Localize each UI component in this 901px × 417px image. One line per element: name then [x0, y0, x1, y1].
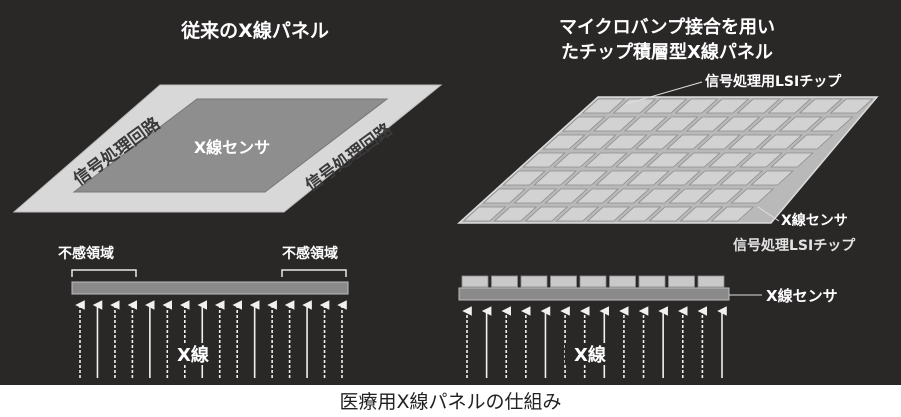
left-panel-title: 従来のX線パネル — [180, 19, 329, 42]
right-panel-title-line2: たチップ積層型X線パネル — [561, 41, 773, 63]
lsi-chip — [524, 206, 569, 222]
lsi-chips-side-view — [461, 275, 725, 288]
lsi-chip — [798, 98, 843, 114]
lsi-chip — [666, 134, 710, 150]
lsi-chip — [522, 152, 566, 168]
lsi-chip — [750, 170, 794, 186]
lsi-chip — [778, 116, 823, 132]
lsi-chip-side — [550, 275, 577, 288]
xray-panel-diagram: 従来のX線パネル X線センサ 信号処理回路 信号処理回路 不感領域 不感領域 X… — [0, 0, 901, 385]
lsi-chip — [719, 170, 763, 186]
lsi-chip — [739, 152, 783, 168]
lsi-chip — [648, 206, 693, 222]
xray-label-left: X線 — [177, 344, 209, 366]
lsi-chip — [685, 116, 730, 132]
lsi-chip — [586, 206, 631, 222]
chip-label-top-leader — [625, 81, 703, 105]
figure-caption: 医療用X線パネルの仕組み — [339, 391, 562, 413]
lsi-chip — [623, 116, 668, 132]
sensor-label-upper: X線センサ — [781, 212, 848, 229]
lsi-chip — [617, 206, 662, 222]
lsi-chip-side — [461, 275, 489, 288]
dead-zone-label-right: 不感領域 — [282, 245, 338, 262]
lsi-chip — [688, 170, 732, 186]
lsi-chip — [829, 98, 874, 114]
lsi-chip — [573, 134, 617, 150]
lsi-chip — [809, 116, 854, 132]
lsi-chip — [677, 152, 721, 168]
lsi-chip-side — [520, 275, 548, 288]
lsi-chip — [592, 116, 637, 132]
lsi-chip — [679, 206, 724, 222]
lsi-chip — [595, 170, 639, 186]
lsi-chip-side — [579, 275, 607, 288]
lsi-chip — [654, 116, 699, 132]
conventional-side-bar — [71, 281, 349, 295]
lsi-chip-side — [638, 275, 666, 288]
lsi-chip — [770, 152, 814, 168]
lsi-chip — [635, 134, 679, 150]
lsi-chip — [716, 116, 761, 132]
lsi-chip — [705, 98, 750, 114]
lsi-chip — [790, 134, 834, 150]
dead-zone-bracket-right — [281, 269, 347, 277]
sensor-side-bar — [458, 287, 730, 301]
lsi-chip — [708, 152, 752, 168]
lsi-chip — [533, 170, 577, 186]
lsi-chip — [710, 206, 755, 222]
lsi-chip-side — [668, 275, 695, 288]
lsi-chip — [482, 188, 527, 204]
lsi-chip — [759, 134, 803, 150]
lsi-chip — [637, 188, 682, 204]
chip-label-side: 信号処理LSIチップ — [733, 237, 856, 254]
sensor-center-label: X線センサ — [194, 138, 270, 157]
lsi-chip-side — [491, 275, 518, 288]
lsi-chip — [606, 188, 651, 204]
lsi-chip — [730, 188, 775, 204]
lsi-chip-side — [609, 275, 636, 288]
lsi-chip — [728, 134, 772, 150]
sensor-label-lower: X線センサ — [766, 287, 838, 305]
xray-arrows-left — [75, 300, 347, 378]
lsi-chip-grid — [462, 98, 874, 222]
lsi-chip — [657, 170, 701, 186]
lsi-chip — [561, 116, 606, 132]
lsi-chip — [646, 152, 690, 168]
lsi-chip — [747, 116, 792, 132]
lsi-chip — [604, 134, 648, 150]
lsi-chip — [699, 188, 744, 204]
lsi-chip — [668, 188, 713, 204]
lsi-chip — [462, 206, 507, 222]
lsi-chip — [544, 188, 589, 204]
lsi-chip — [767, 98, 812, 114]
lsi-chip — [674, 98, 719, 114]
lsi-chip — [736, 98, 781, 114]
xray-label-right: X線 — [574, 344, 606, 366]
lsi-chip — [553, 152, 597, 168]
lsi-chip — [584, 152, 628, 168]
chip-label-top: 信号処理用LSIチップ — [705, 73, 842, 90]
lsi-chip — [643, 98, 688, 114]
lsi-chip — [513, 188, 558, 204]
dead-zone-bracket-left — [71, 269, 137, 277]
lsi-chip — [493, 206, 538, 222]
lsi-chip — [626, 170, 670, 186]
sensor-label-upper-leader — [757, 206, 780, 222]
lsi-chip — [615, 152, 659, 168]
lsi-chip — [542, 134, 586, 150]
lsi-chip — [697, 134, 741, 150]
conventional-sensor-area — [72, 98, 389, 193]
dead-zone-label-left: 不感領域 — [58, 245, 114, 262]
lsi-chip-side — [697, 275, 725, 288]
lsi-chip — [502, 170, 546, 186]
lsi-chip — [612, 98, 657, 114]
lsi-chip — [555, 206, 600, 222]
lsi-chip — [575, 188, 620, 204]
right-panel-title-line1: マイクロバンプ接合を用い — [559, 16, 775, 38]
lsi-chip — [581, 98, 626, 114]
lsi-chip — [564, 170, 608, 186]
